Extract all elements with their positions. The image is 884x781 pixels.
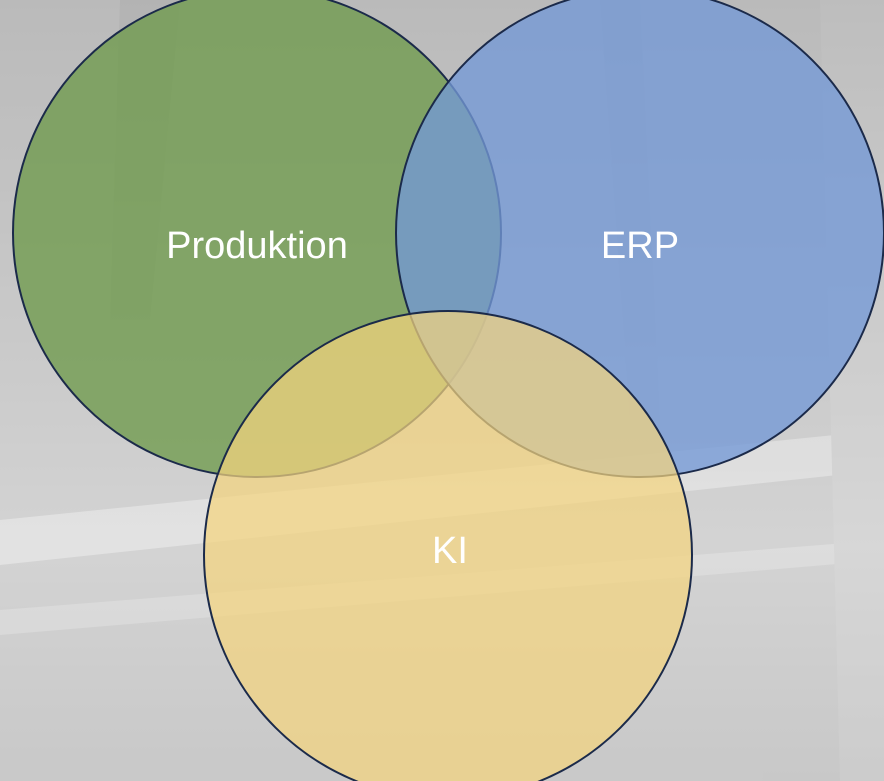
produktion-label: Produktion [166,225,348,267]
erp-label: ERP [601,225,679,267]
ki-label: KI [432,530,468,572]
ki-circle [203,310,693,781]
